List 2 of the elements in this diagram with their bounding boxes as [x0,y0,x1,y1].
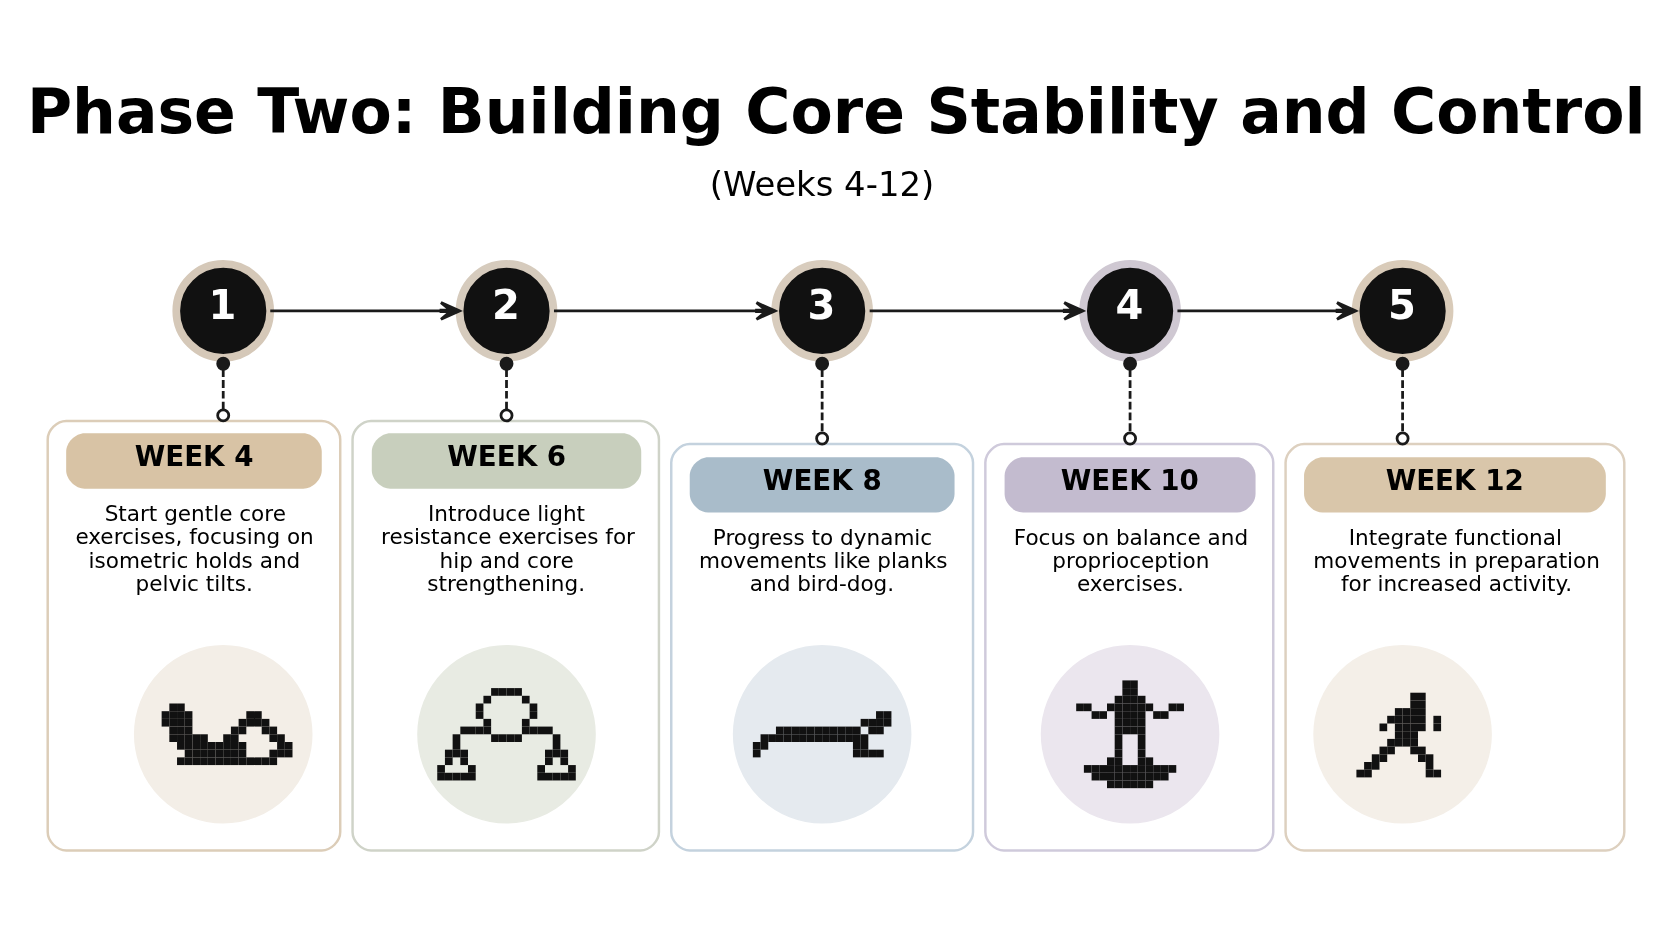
diagram-title: Phase Two: Building Core Stability and Control [26,75,1646,148]
label: (Weeks 4-12) [709,164,935,204]
